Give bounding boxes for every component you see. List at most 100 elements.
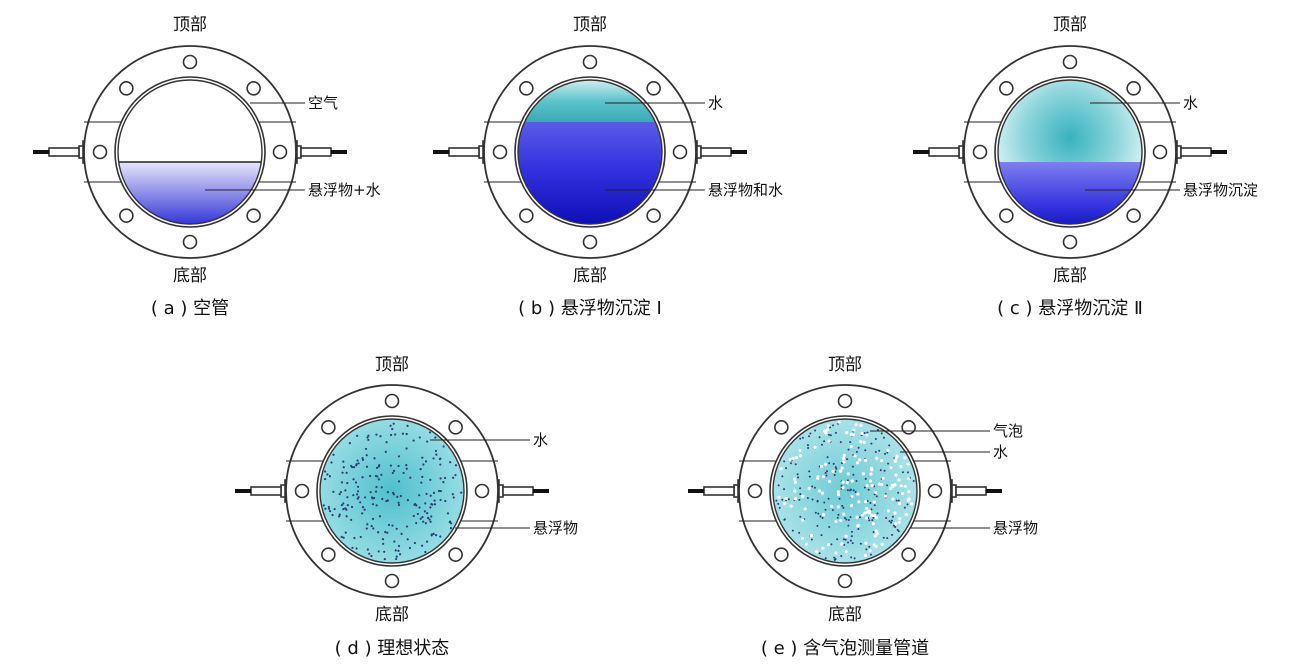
suspended-particle [829, 426, 832, 429]
gas-bubble [804, 542, 808, 546]
suspended-particle [790, 462, 793, 465]
suspended-particle [365, 465, 369, 468]
suspended-particle [379, 435, 382, 438]
suspended-particle [823, 501, 826, 504]
gas-bubble [793, 480, 798, 484]
suspended-particle [798, 531, 801, 534]
suspended-particle [896, 528, 899, 531]
gas-bubble [859, 423, 863, 427]
suspended-particle [370, 524, 373, 528]
suspended-particle [397, 501, 400, 504]
suspended-particle [449, 527, 453, 530]
gas-bubble [893, 511, 897, 515]
suspended-particle [897, 491, 900, 494]
suspended-particle [356, 490, 360, 493]
gas-bubble [823, 462, 828, 466]
suspended-particle [345, 471, 348, 474]
suspended-particle [816, 500, 819, 503]
gas-bubble [850, 479, 854, 483]
suspended-particle [426, 512, 429, 515]
gas-bubble [827, 439, 831, 443]
gas-bubble [788, 458, 792, 462]
bolt-hole [384, 573, 400, 589]
suspended-particle [454, 464, 458, 467]
gas-bubble [893, 483, 897, 487]
suspended-particle [838, 497, 841, 500]
suspended-particle [339, 490, 343, 494]
suspended-particle [423, 510, 426, 513]
suspended-particle [806, 497, 809, 500]
suspended-particle [886, 484, 889, 487]
suspended-particle [354, 481, 358, 484]
suspended-particle [817, 512, 820, 515]
suspended-particle [367, 434, 370, 437]
sensor-body [700, 147, 732, 157]
sensor-body [250, 486, 282, 496]
suspended-particle [405, 447, 408, 450]
suspended-particle [809, 432, 812, 435]
suspended-particle [870, 508, 873, 511]
suspended-particle [351, 546, 354, 549]
suspended-particle [324, 507, 327, 510]
gas-bubble [870, 483, 874, 488]
suspended-particle [833, 556, 836, 559]
suspended-particle [342, 460, 345, 463]
gas-bubble [874, 545, 878, 549]
suspended-particle [380, 473, 383, 476]
suspended-particle [434, 534, 438, 537]
gas-bubble [873, 534, 877, 538]
suspended-particle [799, 515, 802, 518]
suspended-particle [432, 457, 435, 460]
suspended-particle [787, 498, 790, 501]
water-region [320, 419, 464, 563]
suspended-particle [869, 553, 872, 556]
suspended-particle [778, 506, 781, 509]
suspended-particle [433, 503, 437, 506]
suspended-particle [842, 538, 845, 541]
annotation-label: 气泡 [993, 422, 1023, 440]
suspended-particle [408, 546, 412, 550]
suspended-particle [399, 494, 402, 498]
suspended-particle [868, 519, 871, 522]
suspended-particle [864, 477, 867, 480]
suspended-particle [823, 440, 826, 443]
suspended-particle [876, 428, 879, 431]
gas-bubble [865, 484, 869, 488]
suspended-particle [808, 475, 811, 478]
gas-bubble [857, 500, 861, 504]
gas-bubble [868, 511, 872, 515]
gas-bubble [880, 458, 884, 463]
suspended-particle [372, 527, 375, 530]
suspended-particle [418, 436, 421, 439]
gas-bubble [899, 464, 903, 468]
panel-caption: ( c ) 悬浮物沉淀 Ⅱ [997, 298, 1143, 319]
gas-bubble [856, 492, 860, 496]
gas-bubble [845, 480, 849, 485]
suspended-particle [825, 470, 828, 473]
suspended-particle [382, 542, 385, 545]
gas-bubble [883, 494, 888, 498]
suspended-particle [406, 499, 409, 502]
gas-bubble [820, 464, 824, 468]
suspended-particle [387, 523, 391, 527]
gas-bubble [821, 513, 826, 517]
suspended-particle [840, 554, 843, 557]
suspended-particle [845, 518, 848, 521]
gas-bubble [868, 549, 872, 553]
bolt-hole [582, 234, 598, 250]
suspended-particle [420, 544, 424, 547]
suspended-particle [425, 492, 428, 496]
suspended-particle [391, 524, 394, 527]
suspended-particle [361, 512, 364, 515]
suspended-particle [414, 502, 417, 506]
bolt-hole [1126, 208, 1141, 223]
suspended-particle [344, 489, 347, 492]
suspended-particle [843, 543, 846, 546]
suspended-particle [452, 476, 455, 479]
suspended-particle [852, 489, 855, 492]
gas-bubble [784, 496, 788, 501]
suspended-particle [329, 510, 332, 513]
suspended-particle [437, 489, 441, 493]
gas-bubble [906, 462, 910, 466]
